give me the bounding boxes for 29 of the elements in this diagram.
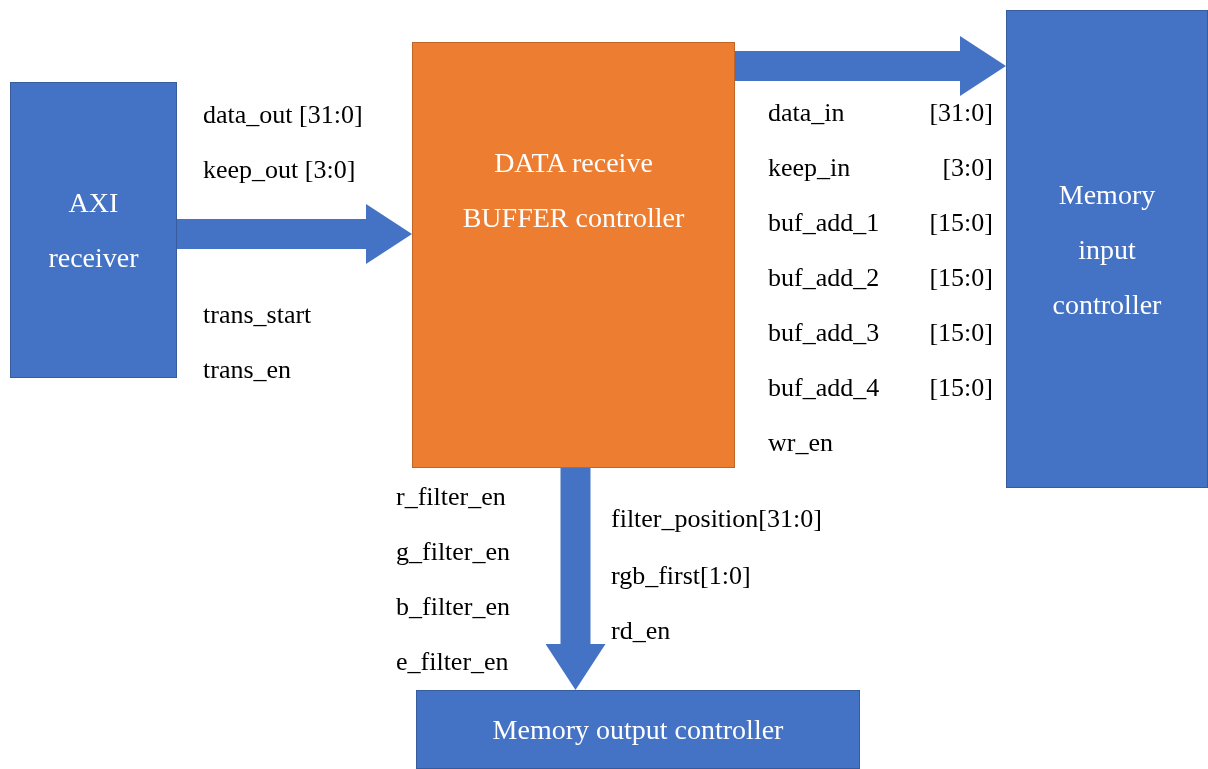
signal-label: wr_en	[768, 428, 833, 458]
block-box	[412, 42, 735, 468]
signal-label: rd_en	[611, 616, 671, 646]
signal-label: trans_start	[203, 300, 312, 330]
signal-label: rgb_first[1:0]	[611, 561, 751, 591]
block-arrow	[545, 468, 606, 690]
block-label: Memory output controller	[492, 713, 784, 747]
signal-label: r_filter_en	[396, 482, 506, 512]
signal-label: buf_add_4 [15:0]	[768, 373, 993, 403]
signal-label: buf_add_2 [15:0]	[768, 263, 993, 293]
block-arrow	[735, 36, 1006, 96]
block-box	[416, 690, 860, 769]
signal-label: filter_position[31:0]	[611, 504, 822, 534]
signal-label: buf_add_1 [15:0]	[768, 208, 993, 238]
signal-label: b_filter_en	[396, 592, 511, 622]
block-box	[1006, 10, 1208, 488]
signal-label: buf_add_3 [15:0]	[768, 318, 993, 348]
block-label: DATA receive BUFFER controller	[461, 146, 686, 235]
signal-label: keep_in [3:0]	[768, 153, 993, 183]
block-label: Memory input controller	[1051, 177, 1163, 322]
block-box	[10, 82, 177, 378]
signal-label: g_filter_en	[396, 537, 511, 567]
block-arrow	[177, 204, 412, 264]
signal-label: trans_en	[203, 355, 292, 385]
signal-label: data_in [31:0]	[768, 98, 993, 128]
signal-label: e_filter_en	[396, 647, 509, 677]
block-label: AXI receiver	[47, 186, 140, 275]
signal-label: data_out [31:0]	[203, 100, 363, 130]
signal-label: keep_out [3:0]	[203, 155, 356, 185]
